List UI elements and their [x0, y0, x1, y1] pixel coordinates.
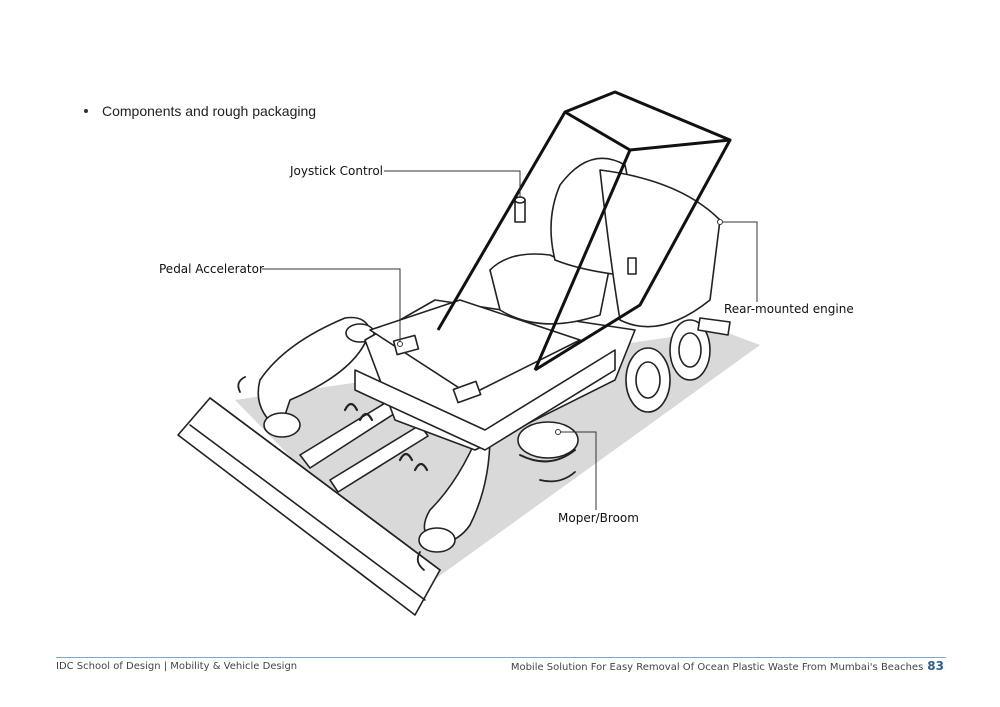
roll-cage [436, 90, 732, 372]
callout-rear-mounted-engine: Rear-mounted engine [724, 302, 854, 316]
callout-pedal-accelerator: Pedal Accelerator [159, 262, 264, 276]
broom-disk [517, 421, 579, 459]
footer-left-text: IDC School of Design | Mobility & Vehicl… [56, 661, 298, 672]
footer-right-text: Mobile Solution For Easy Removal Of Ocea… [510, 662, 924, 673]
footer-rule [56, 657, 946, 658]
page-number: 83 [927, 659, 944, 673]
bullet-item: Components and rough packaging [84, 103, 316, 119]
footer-right: Mobile Solution For Easy Removal Of Ocea… [511, 659, 944, 673]
rear-engine-housing [599, 169, 721, 328]
callout-leaders [262, 170, 758, 510]
bullet-text: Components and rough packaging [102, 103, 317, 119]
vehicle-linework [177, 157, 731, 616]
bullet-dot-icon [84, 109, 88, 113]
rear-wheel [669, 319, 711, 381]
callout-moper-broom: Moper/Broom [558, 511, 639, 525]
rear-wheel [625, 347, 671, 413]
callout-joystick-control: Joystick Control [289, 164, 383, 178]
